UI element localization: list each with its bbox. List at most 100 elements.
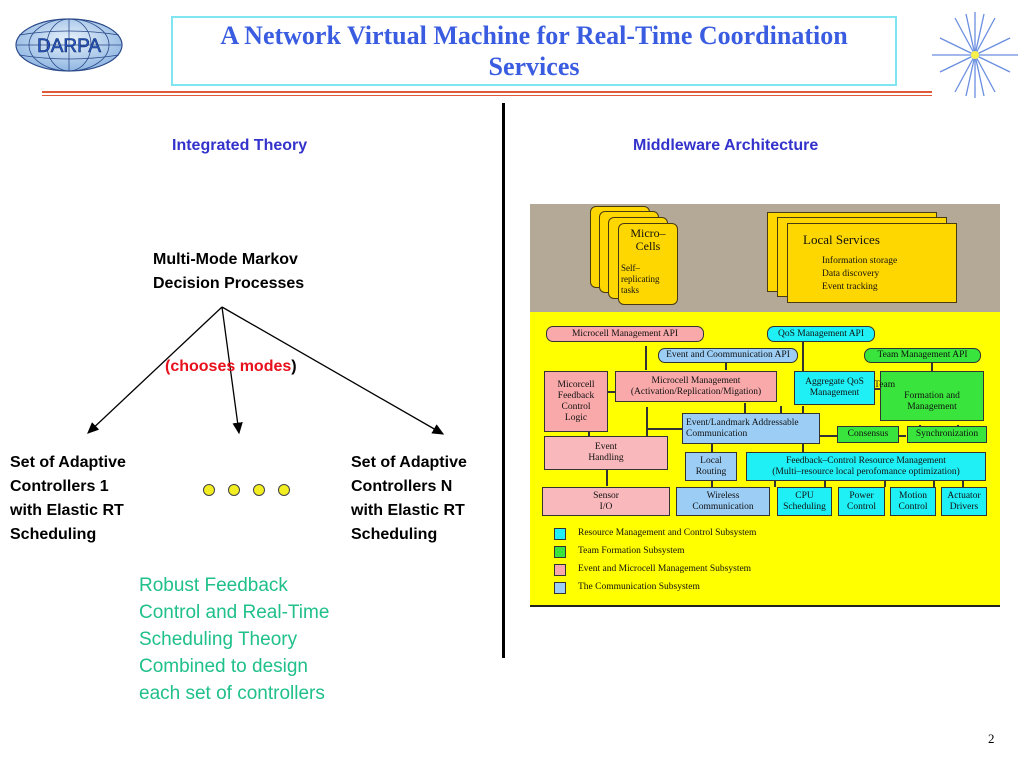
controllers-line: Scheduling xyxy=(351,526,438,543)
box-line: Routing xyxy=(695,466,727,477)
local-services-card: Local Services Information storage Data … xyxy=(787,223,957,303)
box-line: Micorcell xyxy=(557,379,595,390)
architecture-top-band: Micro– Cells Self– replicating tasks Loc… xyxy=(530,204,1000,312)
microcell-title: Micro– Cells xyxy=(619,227,677,253)
legend-label: Team Formation Subsystem xyxy=(578,546,685,556)
connector xyxy=(933,480,935,487)
header-rule xyxy=(42,95,466,96)
chooses-modes-paren: ) xyxy=(291,358,297,375)
darpa-logo-text: DARPA xyxy=(37,36,101,57)
microcell-management: Microcell Management (Activation/Replica… xyxy=(615,371,777,402)
event-landmark-communication: Event/Landmark Addressable Communication xyxy=(682,413,820,444)
chooses-modes-label: (chooses modes) xyxy=(165,358,297,376)
controllers-1-node: Set of Adaptive Controllers 1 with Elast… xyxy=(10,451,126,547)
aggregate-qos-management: Aggregate QoS Management xyxy=(794,371,875,405)
connector xyxy=(898,435,906,437)
ellipsis-dots xyxy=(203,484,290,496)
local-services-title: Local Services xyxy=(803,232,880,247)
connector xyxy=(802,341,804,372)
microcell-desc-line: Self– xyxy=(621,263,640,273)
connector xyxy=(824,480,826,487)
box-line: Communication xyxy=(692,501,754,512)
sensor-io: Sensor I/O xyxy=(542,487,670,516)
connector xyxy=(711,480,713,487)
mdp-line: Decision Processes xyxy=(153,275,305,292)
architecture-main-panel: Microcell Management API QoS Management … xyxy=(530,312,1000,607)
slide-title: A Network Virtual Machine for Real-Time … xyxy=(220,21,848,81)
box-line: Motion xyxy=(899,490,927,501)
event-communication-api: Event and Coommunication API xyxy=(658,348,798,363)
box-line: Control xyxy=(898,501,928,512)
integrated-theory-heading: Integrated Theory xyxy=(172,137,308,154)
controllers-line: Controllers N xyxy=(351,478,453,495)
local-routing: Local Routing xyxy=(685,452,737,481)
starburst-icon xyxy=(932,12,1018,98)
connector xyxy=(744,403,746,415)
connector xyxy=(606,470,608,486)
connector xyxy=(884,480,886,487)
title-box: A Network Virtual Machine for Real-Time … xyxy=(171,16,897,86)
legend-swatch xyxy=(554,564,566,576)
box-line: Logic xyxy=(564,412,588,423)
header-rule xyxy=(42,91,466,93)
actuator-drivers: Actuator Drivers xyxy=(941,487,987,516)
connector xyxy=(646,428,682,430)
microcell-title-line: Micro– xyxy=(630,226,666,240)
box-line: Drivers xyxy=(949,501,979,512)
note-line: Scheduling Theory xyxy=(139,629,298,650)
header-rule xyxy=(466,91,932,93)
architecture-diagram: Micro– Cells Self– replicating tasks Loc… xyxy=(530,204,1000,607)
box-line: Microcell Management xyxy=(651,375,741,386)
header-rule xyxy=(466,95,932,96)
note-line: Combined to design xyxy=(139,656,308,677)
note-line: Robust Feedback xyxy=(139,575,288,596)
box-line: Feedback xyxy=(557,390,595,401)
microcell-desc-line: tasks xyxy=(621,285,639,295)
mdp-node: Multi-Mode Markov Decision Processes xyxy=(153,248,304,296)
microcell-desc: Self– replicating tasks xyxy=(621,263,659,296)
box-line: Aggregate QoS xyxy=(805,377,864,387)
legend-label: Resource Management and Control Subsyste… xyxy=(578,528,757,538)
connector xyxy=(931,357,933,371)
local-services-item: Data discovery xyxy=(822,269,880,279)
box-line: Control xyxy=(846,501,877,512)
controllers-line: Controllers 1 xyxy=(10,478,109,495)
connector xyxy=(646,407,648,447)
box-line: Team xyxy=(874,379,896,390)
controllers-line: with Elastic RT xyxy=(10,502,124,519)
connector xyxy=(820,435,838,437)
box-line: Scheduling xyxy=(783,501,826,512)
controllers-line: Set of Adaptive xyxy=(351,454,467,471)
chooses-modes-text: (chooses modes xyxy=(165,358,292,375)
legend-swatch xyxy=(554,546,566,558)
connector xyxy=(645,346,647,370)
box-line: Formation and xyxy=(904,390,960,401)
microcell-title-line: Cells xyxy=(635,239,661,253)
box-line: Power xyxy=(849,490,874,501)
box-line: Management xyxy=(907,401,957,412)
controllers-n-node: Set of Adaptive Controllers N with Elast… xyxy=(351,451,467,547)
local-services-list: Information storage Data discovery Event… xyxy=(822,255,897,294)
box-line: Event/Landmark Addressable xyxy=(686,417,799,428)
connector xyxy=(711,444,713,452)
connector xyxy=(962,480,964,487)
box-line: Control xyxy=(561,401,591,412)
box-line: Local xyxy=(700,455,722,466)
consensus: Consensus xyxy=(837,426,899,443)
ellipsis-dot xyxy=(228,484,240,496)
ellipsis-dot xyxy=(203,484,215,496)
box-line: Event xyxy=(594,442,618,452)
connector xyxy=(875,388,881,390)
robust-feedback-note: Robust Feedback Control and Real-Time Sc… xyxy=(139,572,329,707)
box-line: (Multi–resource local perofomance optimi… xyxy=(772,466,960,477)
box-line: Communication xyxy=(686,428,748,439)
wireless-communication: Wireless Communication xyxy=(676,487,770,516)
microcell-management-api: Microcell Management API xyxy=(546,326,704,342)
box-line: I/O xyxy=(599,501,613,512)
connector xyxy=(774,480,776,487)
connector xyxy=(780,406,782,416)
note-line: each set of controllers xyxy=(139,683,325,704)
team-formation-management: Team Formation and Management xyxy=(874,371,984,421)
local-services-item: Information storage xyxy=(822,256,898,266)
legend-label: The Communication Subsystem xyxy=(578,582,700,592)
